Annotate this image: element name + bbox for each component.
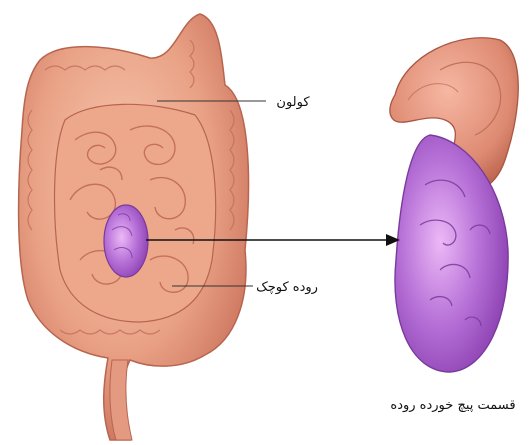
small-intestine-label: روده کوچک — [256, 280, 318, 295]
colon-label: کولون — [276, 95, 310, 110]
twisted-segment-small — [104, 205, 148, 277]
twisted-part-label: قسمت پیچ خورده روده — [390, 398, 515, 413]
intestines-illustration — [19, 14, 249, 440]
twisted-part-illustration — [390, 38, 518, 372]
